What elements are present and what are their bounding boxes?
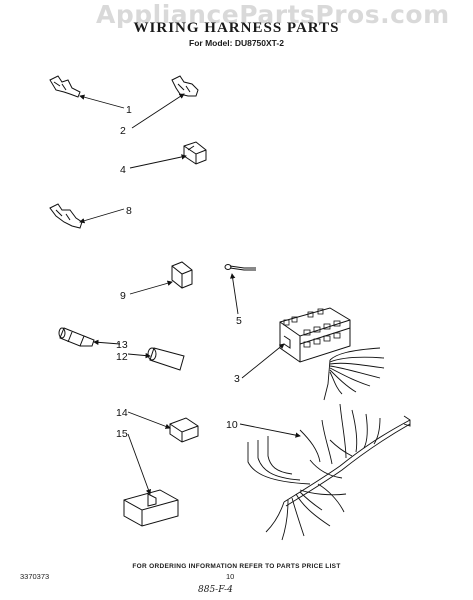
callout-3: 3: [234, 373, 240, 385]
terminal-part-1: [49, 75, 81, 98]
callout-8: 8: [126, 205, 132, 217]
terminal-block-part-3: [279, 307, 351, 363]
leader-lines: [79, 93, 301, 495]
callout-13: 13: [116, 339, 128, 351]
callout-10: 10: [226, 419, 238, 431]
callout-4: 4: [120, 164, 126, 176]
callout-2: 2: [120, 125, 126, 137]
bracket-part-4: [183, 141, 207, 165]
watermark: AppliancePartsPros.com: [96, 0, 450, 29]
page-title: WIRING HARNESS PARTS: [133, 20, 340, 36]
callout-1: 1: [126, 104, 132, 116]
callout-5: 5: [236, 315, 242, 327]
harness-wires-upper: [323, 347, 385, 401]
connector-part-14: [169, 417, 199, 443]
callout-12: 12: [116, 351, 128, 363]
page-number: 10: [226, 572, 235, 581]
ordering-note: FOR ORDERING INFORMATION REFER TO PARTS …: [132, 563, 341, 570]
connector-part-9: [171, 261, 193, 289]
callout-9: 9: [120, 290, 126, 302]
wiring-harness-part-10: [247, 403, 411, 541]
pin-part-5: [224, 264, 256, 271]
model-line: For Model: DU8750XT-2: [189, 38, 284, 48]
handwritten-note: 885-F-4: [198, 585, 233, 595]
sleeve-part-12: [147, 347, 185, 371]
terminal-part-2: [171, 75, 199, 97]
housing-part-15: [123, 489, 179, 527]
fitting-part-13: [58, 327, 95, 347]
document-code: 3370373: [20, 572, 50, 581]
callout-15: 15: [116, 428, 128, 440]
terminal-part-8: [49, 203, 83, 229]
callout-labels: 1 2 4 8 9 5 13 12 3 14 15 10: [116, 104, 242, 440]
callout-14: 14: [116, 407, 128, 419]
